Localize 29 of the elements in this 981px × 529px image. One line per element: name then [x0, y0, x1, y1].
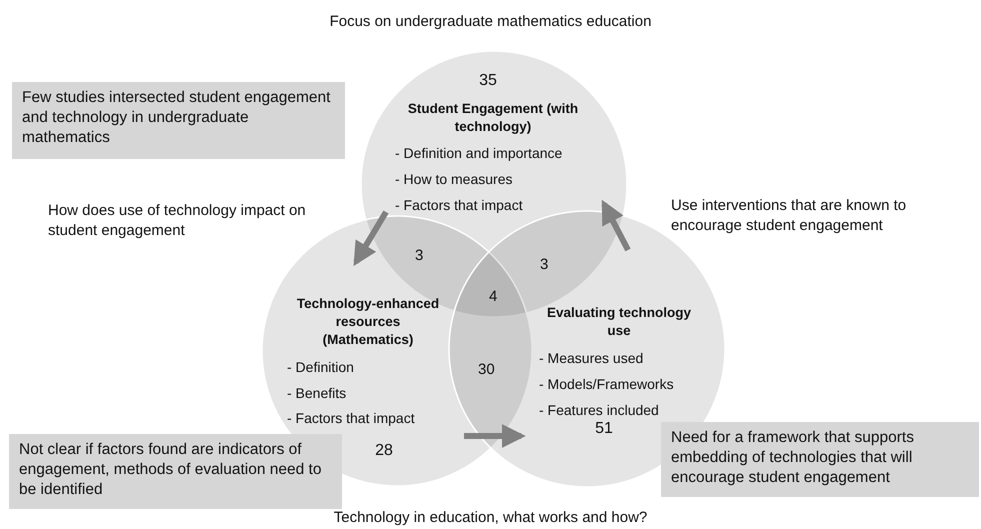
- caption: Technology in education, what works and how?: [332, 508, 648, 528]
- note-box: Not clear if factors found are indicators of engagement, methods of evaluation need to be identified: [9, 434, 342, 509]
- title: Focus on undergraduate mathematics education: [328, 12, 652, 32]
- list-item: - Definition: [287, 358, 354, 376]
- note-box: Few studies intersected student engagement and technology in undergraduate mathematics: [12, 82, 345, 159]
- count-number: 30: [478, 360, 495, 380]
- circle-heading: Student Engagement (with technology): [406, 100, 580, 136]
- circle-heading: Evaluating technology use: [546, 304, 692, 340]
- note-box: Need for a framework that supports embedding of technologies that will encourage student engagement: [661, 422, 979, 497]
- list-item: - Measures used: [539, 349, 644, 367]
- list-item: - Models/Frameworks: [539, 375, 674, 393]
- count-number: 4: [489, 287, 498, 307]
- count-number: 3: [415, 246, 424, 266]
- annotation-text: How does use of technology impact on student engagement: [48, 201, 307, 241]
- list-item: - Factors that impact: [287, 409, 415, 427]
- arrow: [353, 210, 389, 266]
- arrow: [464, 424, 526, 448]
- circle-heading: Technology-enhanced resources (Mathematics): [296, 295, 440, 349]
- list-item: - How to measures: [395, 170, 512, 188]
- list-item: - Features included: [539, 401, 659, 419]
- count-number: 28: [375, 442, 393, 460]
- list-item: - Definition and importance: [395, 144, 562, 162]
- count-number: 35: [479, 72, 497, 90]
- arrow: [601, 200, 631, 252]
- annotation-text: Use interventions that are known to encourage student engagement: [671, 196, 908, 236]
- count-number: 51: [595, 420, 613, 438]
- count-number: 3: [540, 255, 548, 275]
- list-item: - Factors that impact: [395, 196, 523, 214]
- list-item: - Benefits: [287, 384, 346, 402]
